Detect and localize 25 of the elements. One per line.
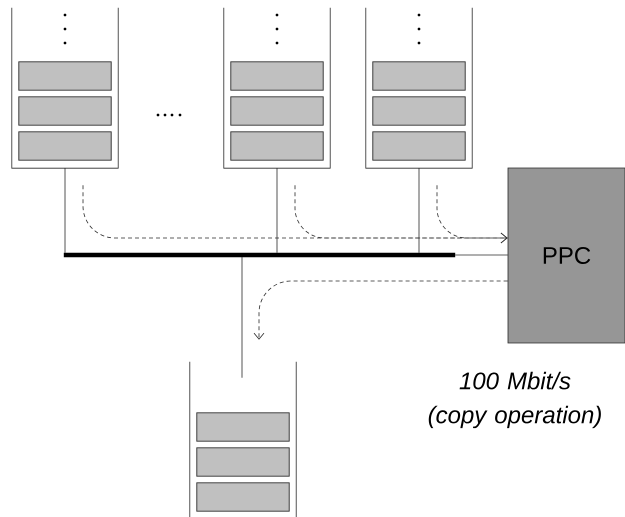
dashed-arrow xyxy=(436,184,508,244)
connector-line xyxy=(276,168,278,254)
queue-slot xyxy=(372,96,466,126)
connector-line xyxy=(454,254,508,256)
queue-container xyxy=(223,7,331,169)
queue-container xyxy=(11,7,119,169)
queue-container xyxy=(365,7,473,169)
queue-slot xyxy=(230,96,324,126)
queue-slot xyxy=(196,482,290,512)
queue-slot xyxy=(230,61,324,91)
connector-line xyxy=(418,168,420,254)
queue-slot xyxy=(196,412,290,442)
bus-bar xyxy=(64,252,456,258)
dashed-arrow xyxy=(254,280,508,340)
queue-slot xyxy=(18,131,112,161)
rate-note: 100 Mbit/s (copy operation) xyxy=(428,372,601,428)
processor-box: PPC xyxy=(508,168,625,344)
queue-slot xyxy=(372,131,466,161)
connector-line xyxy=(64,168,66,254)
queue-slot xyxy=(230,131,324,161)
queue-slot xyxy=(18,96,112,126)
queue-slot xyxy=(18,61,112,91)
queue-slot xyxy=(196,447,290,477)
queue-container xyxy=(189,361,297,517)
queue-slot xyxy=(372,61,466,91)
